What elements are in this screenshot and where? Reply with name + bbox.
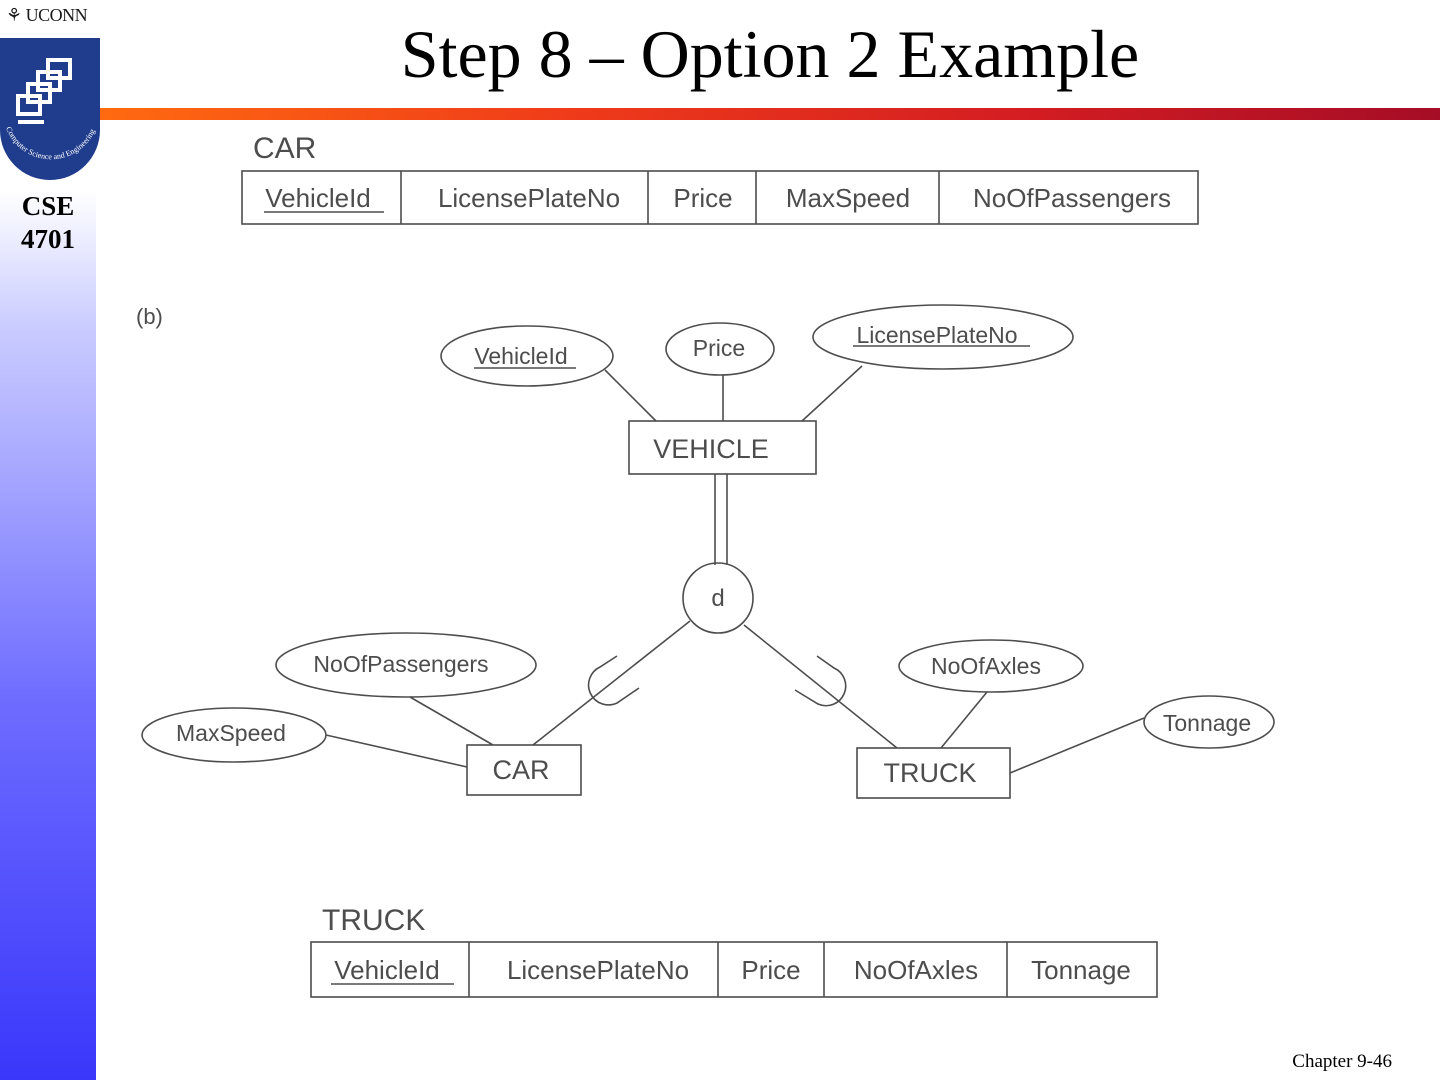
truck-col-2: Price [741, 955, 800, 985]
truck-col-3: NoOfAxles [854, 955, 978, 985]
attr-licenseplate-ellipse [812, 304, 1074, 370]
car-entity-name: CAR [492, 755, 549, 785]
attr-noofaxles-ellipse [898, 639, 1084, 693]
car-relation-name: CAR [253, 132, 316, 165]
slide-title: Step 8 – Option 2 Example [400, 16, 1140, 92]
car-relation-table [241, 170, 1199, 225]
subset-symbol-car [587, 655, 640, 706]
sidebar [0, 0, 96, 1080]
car-col-4: NoOfPassengers [973, 183, 1171, 213]
attr-price-ellipse [665, 322, 775, 376]
diagram-label: (b) [136, 304, 163, 329]
car-entity-box [466, 744, 582, 796]
attr-maxspeed-label: MaxSpeed [176, 720, 286, 746]
car-col-3: MaxSpeed [786, 183, 910, 213]
subset-symbol-truck [794, 655, 847, 707]
truck-col-0: VehicleId [334, 955, 440, 985]
truck-relation-name: TRUCK [322, 904, 425, 937]
university-name: UCONN [25, 5, 88, 25]
disjoint-symbol: d [711, 585, 724, 612]
truck-entity-name: TRUCK [884, 758, 977, 788]
course-subject: CSE [21, 191, 75, 221]
attr-vehicleid-label: VehicleId [474, 343, 567, 369]
page-number: Chapter 9-46 [1292, 1051, 1392, 1072]
attr-vehicleid-ellipse [440, 325, 614, 387]
computer-stack-icon [16, 58, 72, 124]
attr-licenseplate-label: LicensePlateNo [856, 322, 1017, 348]
attr-noofaxles-label: NoOfAxles [931, 653, 1041, 679]
department-logo: Computer Science and Engineering [0, 38, 100, 180]
attr-tonnage-label: Tonnage [1163, 710, 1251, 736]
course-number: 4701 [21, 224, 75, 254]
truck-col-4: Tonnage [1031, 955, 1131, 985]
car-col-1: LicensePlateNo [438, 183, 620, 213]
car-col-2: Price [673, 183, 732, 213]
uconn-wordmark: ⚘ UCONN [6, 5, 88, 26]
car-col-0: VehicleId [265, 183, 371, 213]
title-divider [100, 108, 1440, 120]
attr-tonnage-ellipse [1143, 695, 1275, 749]
attr-noofpassengers-ellipse [275, 632, 537, 698]
attr-price-label: Price [693, 335, 745, 361]
vehicle-entity-name: VEHICLE [653, 434, 769, 464]
uconn-seal-icon: ⚘ [6, 5, 22, 25]
attr-noofpassengers-label: NoOfPassengers [313, 651, 488, 677]
course-code: CSE 4701 [0, 190, 96, 256]
truck-relation-table [310, 941, 1158, 998]
disjoint-circle [682, 562, 754, 634]
truck-col-1: LicensePlateNo [507, 955, 689, 985]
